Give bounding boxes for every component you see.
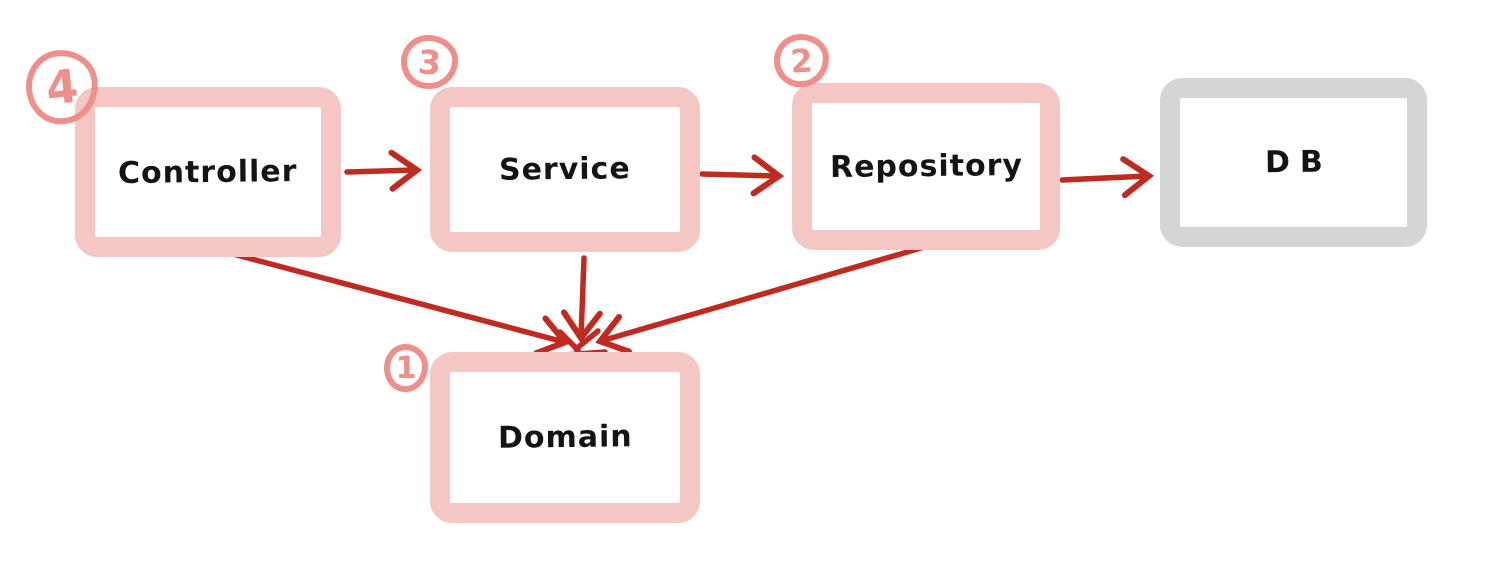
edge-controller-to-domain: [230, 251, 564, 342]
edge-controller-to-service: [344, 170, 416, 172]
order-badge-repository: 2: [772, 32, 831, 89]
node-db: DB: [1160, 78, 1427, 247]
edge-repository-to-db: [1059, 176, 1148, 180]
node-repository-label: Repository: [829, 147, 1023, 186]
node-domain: Domain: [430, 352, 700, 523]
order-badge-repository-number: 2: [789, 40, 814, 81]
node-domain-label: Domain: [497, 419, 633, 456]
order-badge-service: 3: [399, 33, 460, 91]
order-badge-controller-number: 4: [43, 58, 81, 116]
edge-repository-to-domain: [601, 243, 931, 341]
node-repository: Repository: [792, 83, 1060, 250]
order-badge-domain: 1: [384, 344, 428, 392]
order-badge-service-number: 3: [416, 41, 443, 83]
node-controller-label: Controller: [118, 153, 298, 191]
node-db-label: DB: [1264, 144, 1333, 181]
node-controller: Controller: [75, 87, 341, 257]
edge-service-to-repository: [699, 174, 778, 176]
node-service-label: Service: [498, 151, 632, 188]
edge-service-to-domain: [581, 255, 584, 337]
order-badge-domain-number: 1: [395, 350, 417, 386]
node-service: Service: [430, 87, 700, 252]
